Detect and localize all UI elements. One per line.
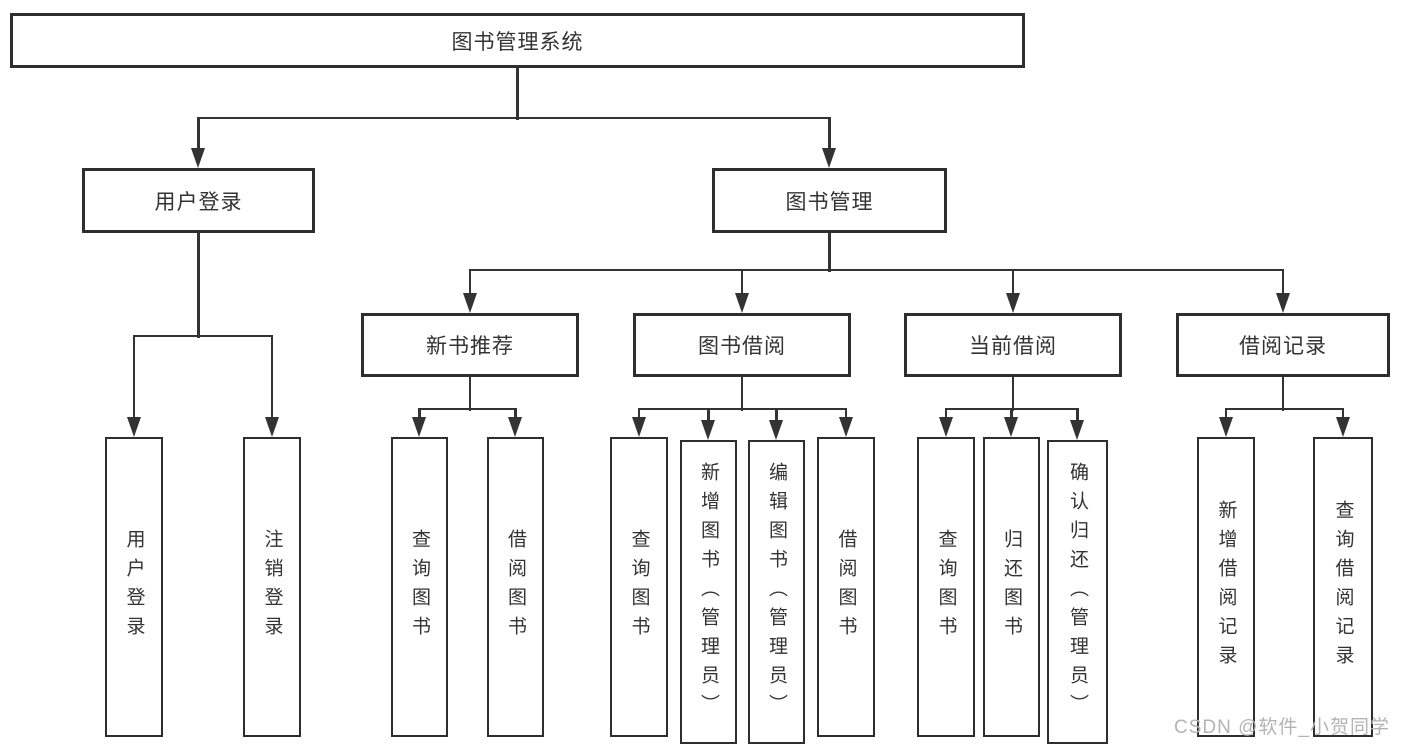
node-user-login: 用户登录 bbox=[82, 168, 315, 233]
arrowhead-icon bbox=[631, 417, 646, 437]
arrowhead-icon bbox=[1335, 417, 1350, 437]
connector-line bbox=[132, 334, 274, 338]
node-add-books-admin: 新增图书（管理员） bbox=[680, 440, 737, 744]
node-label: 用户登录 bbox=[123, 529, 145, 645]
connector-line bbox=[844, 409, 848, 421]
node-label: 图书管理系统 bbox=[451, 30, 584, 54]
node-label: 用户登录 bbox=[154, 190, 243, 214]
node-label: 借阅图书 bbox=[835, 529, 857, 645]
node-borrow-books-recommend: 借阅图书 bbox=[487, 437, 544, 737]
connector-line bbox=[516, 67, 519, 120]
node-label: 归还图书 bbox=[1001, 529, 1022, 645]
connector-line bbox=[828, 118, 831, 152]
node-book-management: 图书管理 bbox=[712, 168, 947, 233]
connector-line bbox=[944, 409, 948, 421]
node-book-borrowing: 图书借阅 bbox=[633, 313, 851, 377]
arrowhead-icon bbox=[938, 417, 953, 437]
arrowhead-icon bbox=[191, 148, 205, 168]
arrowhead-icon bbox=[1005, 293, 1020, 313]
node-label: 新增图书（管理员） bbox=[698, 461, 719, 723]
arrowhead-icon bbox=[1275, 293, 1290, 313]
connector-line bbox=[828, 232, 831, 272]
arrowhead-icon bbox=[508, 417, 522, 437]
node-return-books: 归还图书 bbox=[983, 437, 1040, 737]
connector-line bbox=[1011, 270, 1015, 297]
node-new-book-recommendation: 新书推荐 bbox=[361, 313, 579, 377]
arrowhead-icon bbox=[701, 420, 715, 440]
connector-line bbox=[468, 376, 472, 411]
connector-line bbox=[637, 407, 848, 411]
connector-line bbox=[707, 409, 710, 424]
node-label: 查询图书 bbox=[935, 529, 957, 645]
connector-line bbox=[1010, 409, 1013, 421]
connector-line bbox=[418, 407, 517, 411]
node-label: 注销登录 bbox=[261, 529, 283, 645]
node-label: 编辑图书（管理员） bbox=[766, 461, 787, 723]
node-label: 图书借阅 bbox=[698, 335, 786, 358]
arrowhead-icon bbox=[822, 148, 836, 168]
connector-line bbox=[637, 409, 641, 421]
node-label: 确认归还（管理员） bbox=[1067, 461, 1088, 723]
node-label: 借阅记录 bbox=[1239, 335, 1327, 358]
node-label: 图书管理 bbox=[785, 190, 874, 214]
arrowhead-icon bbox=[1218, 417, 1233, 437]
connector-line bbox=[197, 116, 831, 120]
connector-line bbox=[1341, 409, 1345, 421]
node-label: 当前借阅 bbox=[969, 335, 1057, 358]
connector-line bbox=[418, 409, 421, 421]
connector-line bbox=[740, 270, 744, 297]
node-label: 查询借阅记录 bbox=[1332, 500, 1354, 674]
node-library-management-system: 图书管理系统 bbox=[10, 13, 1025, 68]
arrowhead-icon bbox=[412, 417, 426, 437]
node-search-books-borrowing: 查询图书 bbox=[610, 437, 668, 737]
arrowhead-icon bbox=[769, 420, 783, 440]
connector-line bbox=[468, 270, 472, 297]
watermark: CSDN @软件_小贺同学 bbox=[1174, 717, 1390, 738]
connector-line bbox=[775, 409, 778, 424]
connector-line bbox=[1281, 270, 1285, 297]
connector-line bbox=[270, 336, 274, 421]
connector-line bbox=[468, 268, 1285, 272]
node-label: 查询图书 bbox=[409, 529, 430, 645]
connector-line bbox=[197, 118, 200, 152]
node-add-borrowing-record: 新增借阅记录 bbox=[1197, 437, 1255, 737]
connector-line bbox=[1076, 409, 1079, 424]
node-search-books-recommend: 查询图书 bbox=[391, 437, 448, 737]
connector-line bbox=[740, 376, 744, 411]
node-user-login-action: 用户登录 bbox=[105, 437, 163, 737]
connector-line bbox=[132, 336, 136, 421]
arrowhead-icon bbox=[462, 293, 477, 313]
node-edit-books-admin: 编辑图书（管理员） bbox=[748, 440, 805, 744]
connector-line bbox=[1011, 376, 1015, 411]
connector-line bbox=[1281, 376, 1285, 411]
node-borrow-books-borrowing: 借阅图书 bbox=[817, 437, 875, 737]
arrowhead-icon bbox=[838, 417, 853, 437]
node-label: 新书推荐 bbox=[426, 335, 514, 358]
node-label: 查询图书 bbox=[628, 529, 650, 645]
node-label: 借阅图书 bbox=[505, 529, 526, 645]
connector-line bbox=[1224, 407, 1345, 411]
arrowhead-icon bbox=[1004, 417, 1018, 437]
arrowhead-icon bbox=[126, 417, 141, 437]
connector-line bbox=[197, 232, 200, 338]
arrowhead-icon bbox=[264, 417, 279, 437]
arrowhead-icon bbox=[734, 293, 749, 313]
node-confirm-return-admin: 确认归还（管理员） bbox=[1047, 440, 1108, 744]
node-search-books-current: 查询图书 bbox=[917, 437, 975, 737]
arrowhead-icon bbox=[1070, 420, 1084, 440]
connector-line bbox=[1224, 409, 1228, 421]
node-logout-action: 注销登录 bbox=[243, 437, 301, 737]
node-borrowing-records: 借阅记录 bbox=[1176, 313, 1390, 377]
connector-line bbox=[514, 409, 517, 421]
node-search-borrowing-record: 查询借阅记录 bbox=[1313, 437, 1373, 737]
node-current-borrowing: 当前借阅 bbox=[904, 313, 1122, 377]
node-label: 新增借阅记录 bbox=[1215, 500, 1237, 674]
